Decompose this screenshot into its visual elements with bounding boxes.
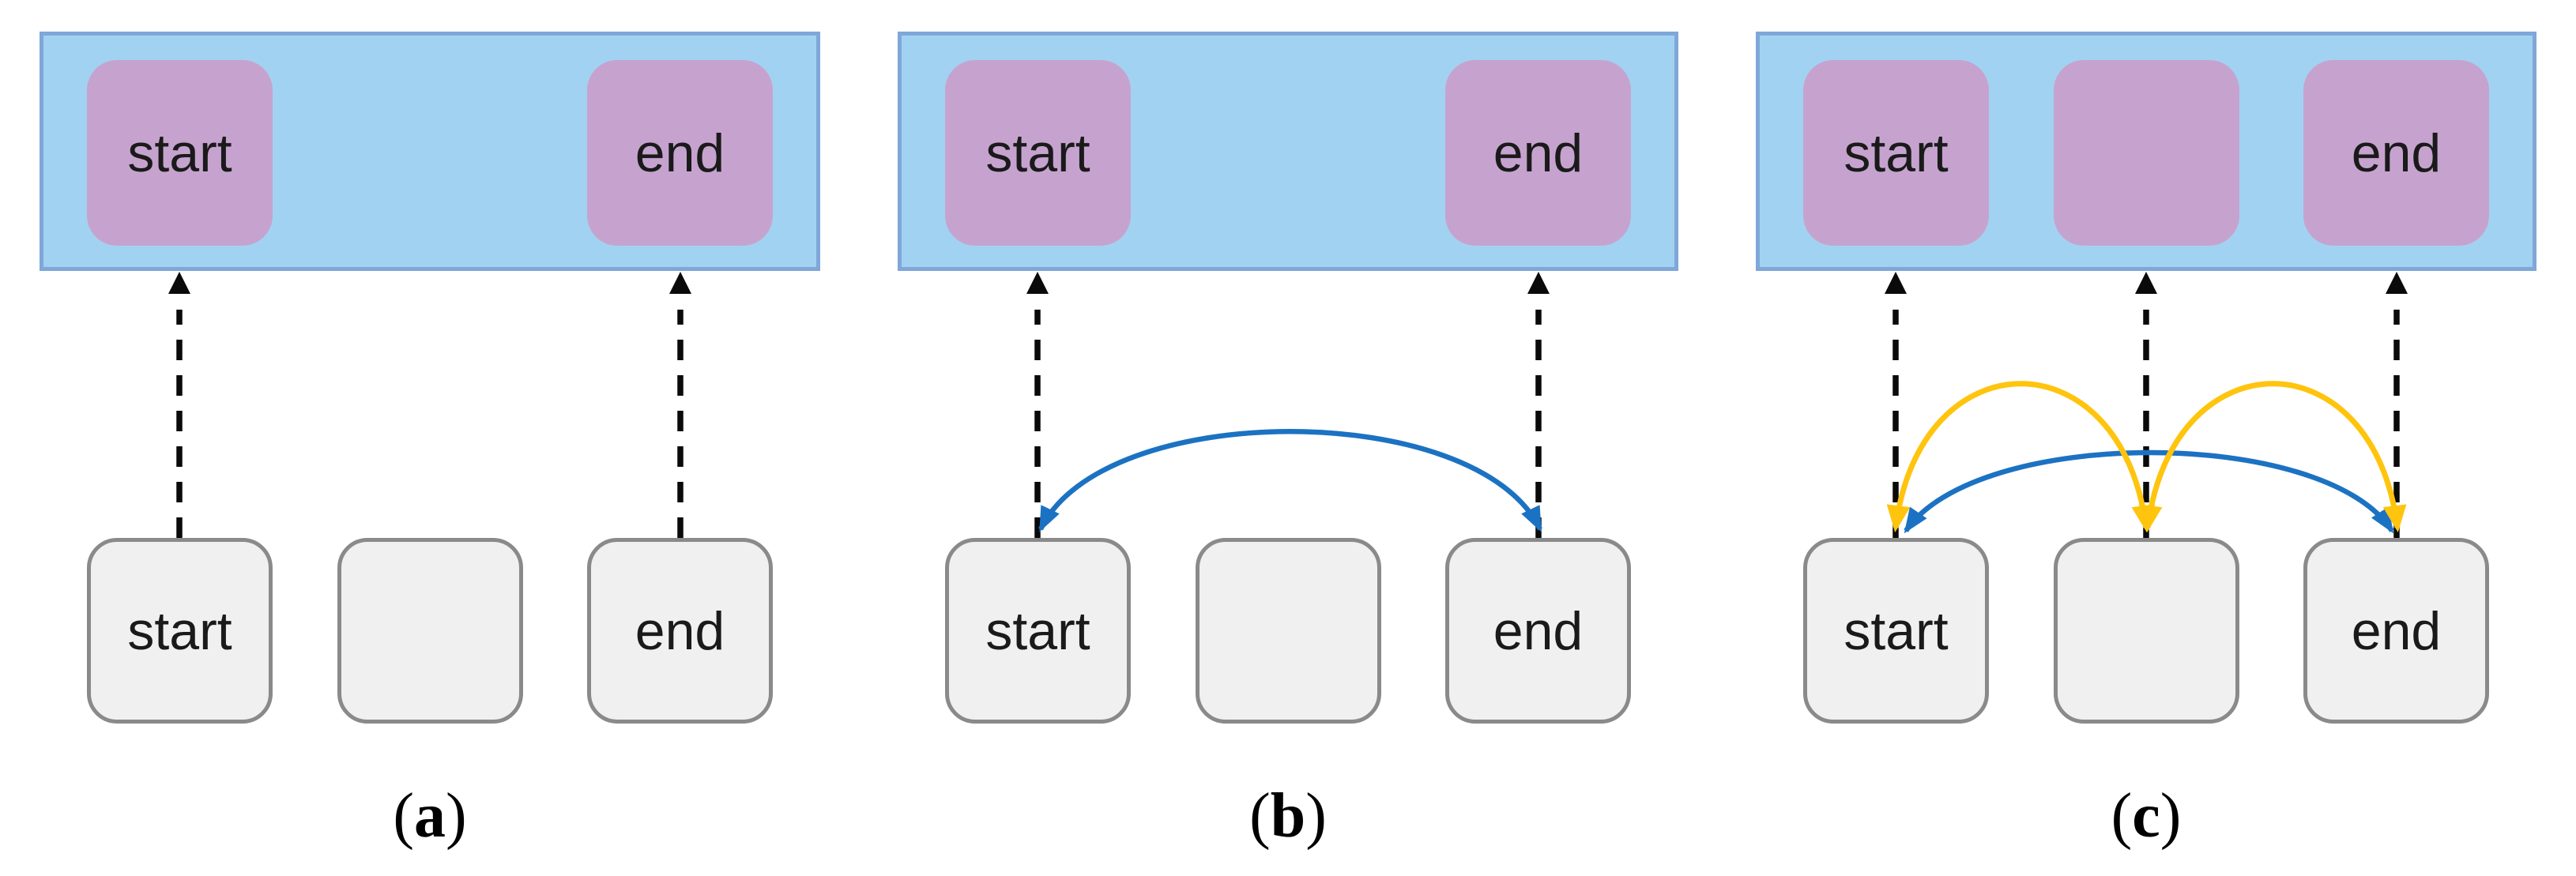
top-box-start: start <box>945 60 1131 246</box>
top-box-end: end <box>2303 60 2489 246</box>
caption-open-paren: ( <box>2111 781 2133 851</box>
top-box-start: start <box>1803 60 1989 246</box>
panel-c: start end start end <box>1716 0 2574 876</box>
bottom-box-end: end <box>587 538 773 724</box>
yellow-arc-start-middle <box>1886 381 2156 532</box>
top-box-end-label: end <box>2351 122 2442 183</box>
top-box-end-label: end <box>635 122 725 183</box>
panel-a: start end start end (a) <box>0 0 858 876</box>
top-box-middle <box>2054 60 2239 246</box>
blue-arc-start-end <box>1904 449 2394 534</box>
top-box-end: end <box>587 60 773 246</box>
dashed-up-arrow-start <box>1026 272 1049 538</box>
caption-close-paren: ) <box>2160 781 2182 851</box>
dashed-up-arrow-end <box>1527 272 1550 538</box>
bottom-box-start-label: start <box>985 600 1090 661</box>
bottom-box-start-label: start <box>1843 600 1949 661</box>
bottom-box-end-label: end <box>2351 600 2442 661</box>
dashed-up-arrow-middle <box>2135 272 2157 538</box>
bottom-box-start: start <box>87 538 273 724</box>
caption-letter: a <box>414 781 446 851</box>
dashed-up-arrow-start <box>1885 272 1907 538</box>
top-box-start-label: start <box>1843 122 1949 183</box>
caption-close-paren: ) <box>446 781 467 851</box>
yellow-arc-middle-end <box>2138 381 2407 532</box>
bottom-box-end-label: end <box>1493 600 1584 661</box>
bottom-box-start-label: start <box>127 600 232 661</box>
top-box-start-label: start <box>985 122 1090 183</box>
caption-letter: c <box>2132 781 2160 851</box>
bottom-box-start: start <box>945 538 1131 724</box>
top-box-end-label: end <box>1493 122 1584 183</box>
dashed-up-arrow-start <box>168 272 190 538</box>
caption-letter: b <box>1270 781 1306 851</box>
bottom-box-end: end <box>1445 538 1631 724</box>
bottom-box-middle <box>1196 538 1381 724</box>
bottom-box-middle <box>337 538 523 724</box>
caption-open-paren: ( <box>1249 781 1271 851</box>
top-box-start-label: start <box>127 122 232 183</box>
bottom-box-start: start <box>1803 538 1989 724</box>
bottom-box-middle <box>2054 538 2239 724</box>
panel-b-caption: (b) <box>898 780 1678 852</box>
bottom-box-end-label: end <box>635 600 725 661</box>
caption-open-paren: ( <box>393 781 414 851</box>
top-box-start: start <box>87 60 273 246</box>
top-box-end: end <box>1445 60 1631 246</box>
panel-c-caption: (c) <box>1756 780 2536 852</box>
dashed-up-arrow-end <box>2386 272 2408 538</box>
dashed-up-arrow-end <box>669 272 691 538</box>
bottom-box-end: end <box>2303 538 2489 724</box>
blue-arc-start-end <box>1038 429 1542 532</box>
panel-b: start end start end <box>858 0 1716 876</box>
caption-close-paren: ) <box>1305 781 1327 851</box>
panel-a-caption: (a) <box>40 780 820 852</box>
